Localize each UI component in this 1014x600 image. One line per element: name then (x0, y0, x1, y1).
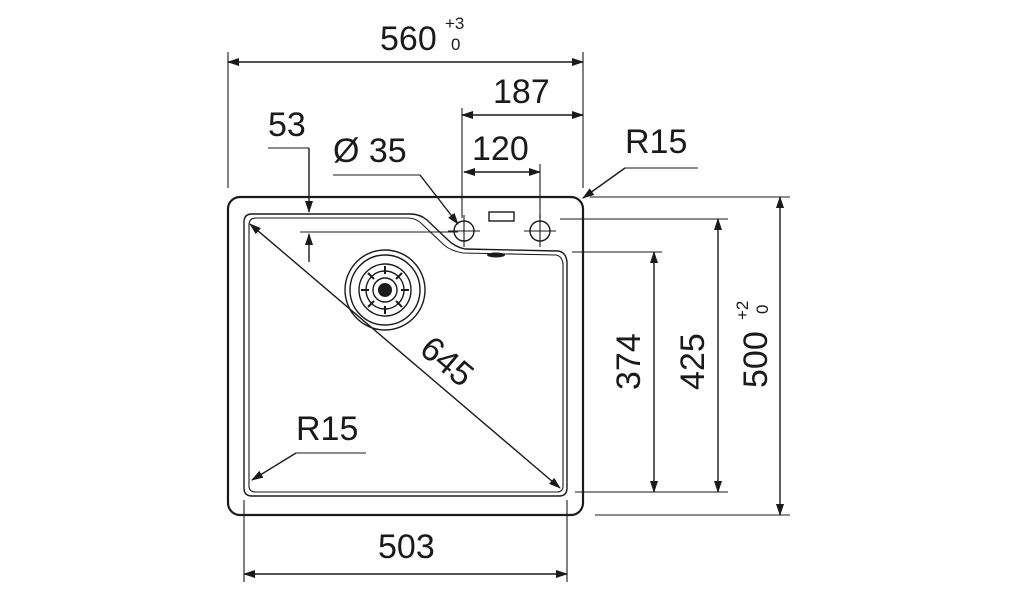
dim-bowl-width: 503 (243, 500, 568, 582)
dim-tap-offset: 187 (461, 73, 584, 218)
outer-radius-label: R15 (625, 123, 687, 161)
overflow-outlet (487, 252, 505, 258)
overflow-slot (488, 211, 515, 222)
hole-spacing-label: 120 (472, 130, 529, 168)
inner-radius-label: R15 (296, 410, 358, 448)
dim-inner-radius: R15 (251, 410, 366, 481)
overall-width-label: 560 (380, 20, 437, 58)
bowl-depth-label: 425 (674, 333, 712, 390)
hole-diameter-label: Ø 35 (333, 132, 407, 170)
hole-offset-label: 53 (268, 106, 306, 144)
dim-outer-radius: R15 (582, 123, 698, 199)
overall-depth-tol-upper: +2 (733, 301, 752, 320)
overall-depth-tol-lower: 0 (753, 305, 772, 314)
bowl-width-label: 503 (378, 528, 435, 566)
dim-overall-depth: 500 +2 0 (733, 196, 784, 516)
bowl-depth-short-label: 374 (610, 333, 648, 390)
overall-depth-label: 500 (737, 331, 775, 388)
dim-hole-spacing: 120 (463, 130, 541, 218)
dim-hole-diameter: Ø 35 (333, 132, 459, 225)
overall-width-tol-upper: +3 (445, 14, 464, 33)
dim-overall-width: 560 +3 0 (227, 14, 584, 188)
overall-width-tol-lower: 0 (451, 35, 460, 54)
bowl-outline (243, 213, 568, 497)
dim-bowl-depth-short: 374 (610, 251, 658, 493)
dim-bowl-depth: 425 (674, 218, 722, 493)
tap-offset-label: 187 (493, 73, 550, 111)
